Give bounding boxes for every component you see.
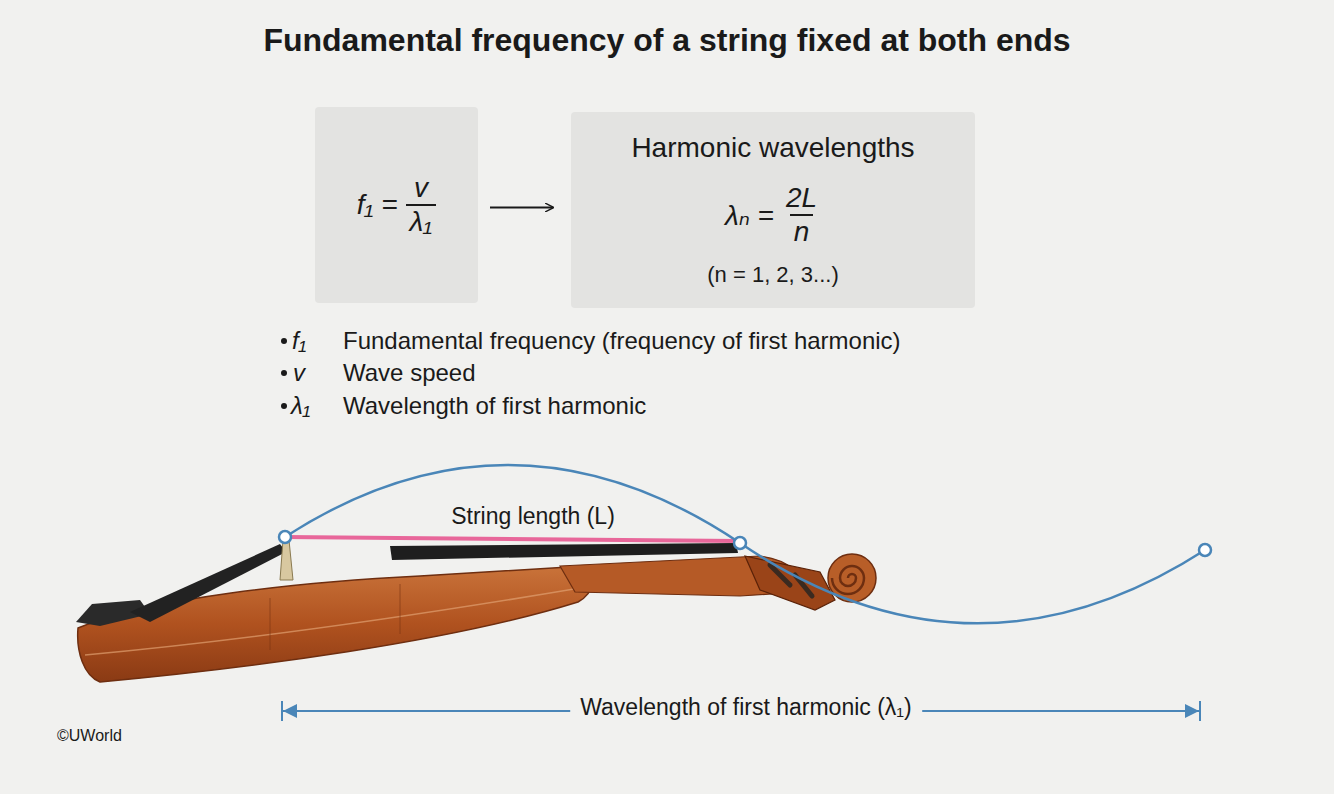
text: λ₁ — [406, 204, 437, 238]
dimension-arrowhead — [283, 704, 297, 718]
violin-bridge — [280, 540, 293, 580]
violin-pegbox — [745, 556, 835, 610]
text: v — [410, 172, 432, 204]
dimension-tick — [1199, 701, 1201, 721]
node-point — [279, 531, 291, 543]
violin-scroll — [832, 566, 864, 594]
violin-rib — [270, 584, 400, 650]
string — [285, 537, 738, 541]
connector-arrow — [490, 207, 553, 209]
formula-box: f₁ = vλ₁ — [315, 107, 478, 303]
bullet — [281, 403, 287, 409]
formula: λₙ =2Ln — [725, 182, 821, 248]
dimension-label: String length (L) — [451, 503, 615, 530]
fraction: 2Ln — [782, 182, 821, 248]
dimension-tick — [281, 701, 283, 721]
violin-tailpiece — [130, 544, 286, 622]
symbol: λ₁ — [291, 392, 310, 420]
text: 2L — [782, 182, 821, 214]
definition: Fundamental frequency (frequency of firs… — [343, 327, 901, 355]
formula: f₁ = vλ₁ — [357, 172, 436, 238]
node-point — [734, 537, 746, 549]
definition: Wavelength of first harmonic — [343, 392, 646, 420]
definition: Wave speed — [343, 359, 476, 387]
text: n — [790, 214, 814, 248]
text: f₁ = — [357, 189, 398, 221]
text: Harmonic wavelengths — [631, 132, 914, 164]
text: (n = 1, 2, 3...) — [707, 262, 838, 288]
violin-rib — [85, 588, 580, 655]
node-point — [1199, 544, 1211, 556]
dimension-arrowhead — [1185, 704, 1199, 718]
watermark: ©UWorld — [57, 727, 122, 745]
fraction: vλ₁ — [406, 172, 437, 238]
symbol: v — [293, 359, 305, 387]
bullet — [281, 370, 287, 376]
standing-wave — [285, 465, 1205, 623]
title: Fundamental frequency of a string fixed … — [0, 22, 1334, 59]
symbol: f₁ — [292, 327, 306, 355]
bullet — [281, 338, 287, 344]
violin-body — [78, 566, 593, 682]
text: λₙ = — [725, 199, 774, 232]
formula-panel: Harmonic wavelengths λₙ =2Ln (n = 1, 2, 3.… — [571, 112, 975, 308]
dimension-label: Wavelength of first harmonic (λ₁) — [570, 694, 922, 721]
fingerboard — [390, 543, 738, 560]
